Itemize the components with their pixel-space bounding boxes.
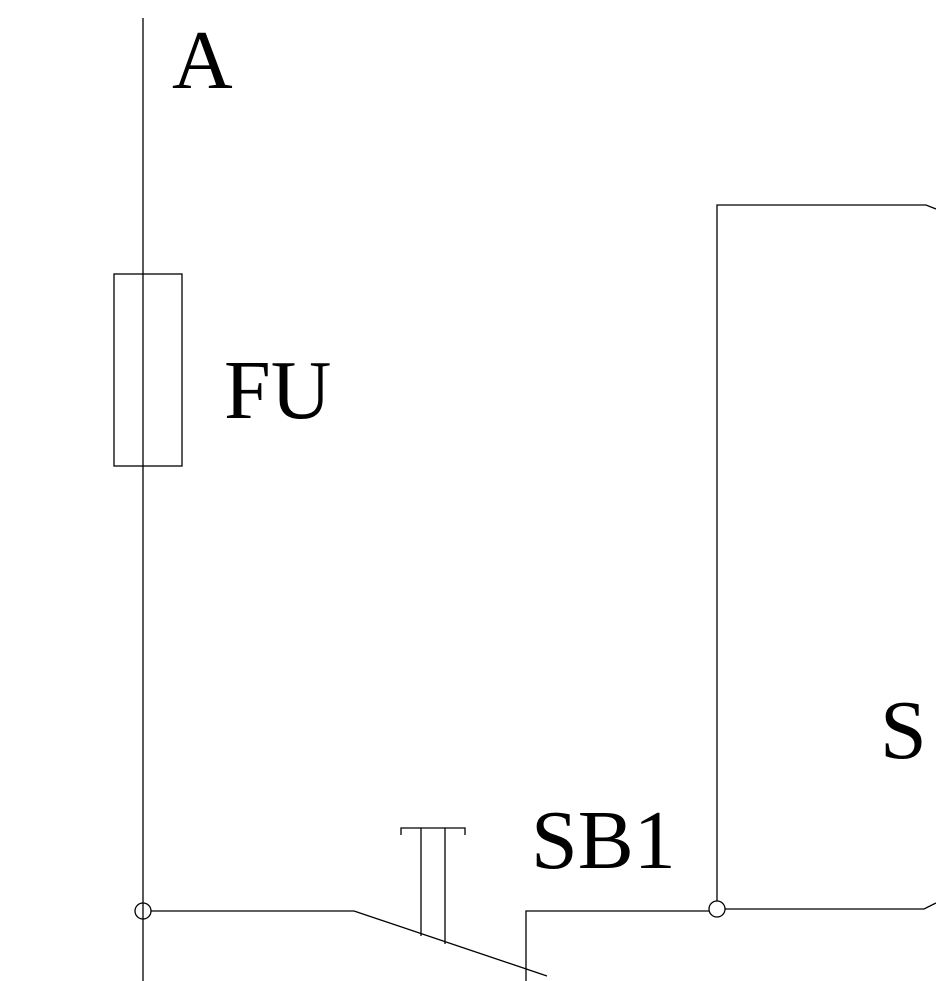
pushbutton-label: SB1: [531, 794, 676, 887]
phase-label: A: [172, 14, 233, 107]
fuse-label: FU: [224, 344, 331, 437]
wire-branch-up: [716, 204, 936, 901]
sb1-contact-blade: [353, 910, 548, 977]
wire-continue-right: [725, 902, 936, 910]
fuse-fu-symbol: [113, 273, 183, 467]
sb1-push-head: [400, 827, 466, 835]
junction-node-right: [708, 900, 726, 918]
wire-sb1-to-node: [525, 910, 709, 981]
partial-right-label: S: [880, 684, 927, 777]
pushbutton-sb1-symbol: [353, 827, 548, 977]
